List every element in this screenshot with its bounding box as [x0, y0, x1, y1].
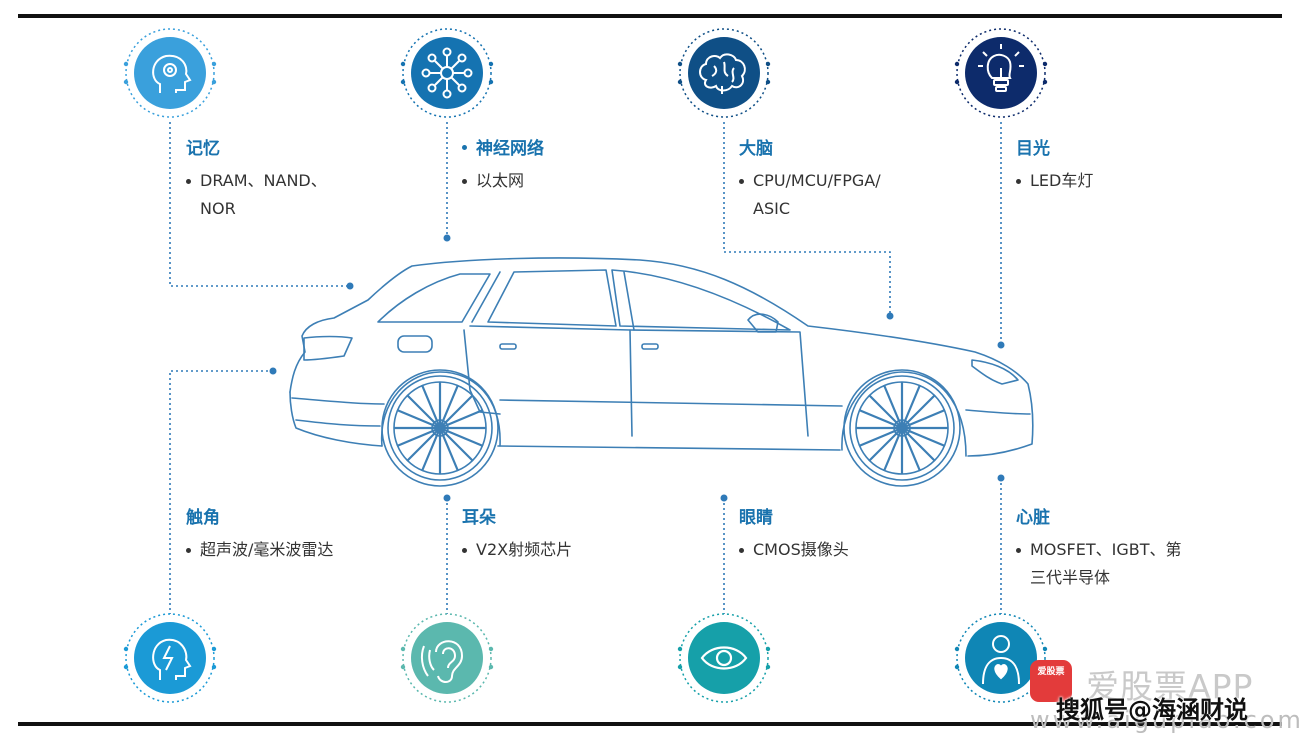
connector-brain: [723, 122, 891, 316]
label-neural-network: 神经网络 以太网: [462, 139, 544, 195]
lightbulb-icon: [978, 44, 1024, 92]
icon-antenna: [123, 613, 217, 703]
label-antenna: 触角 超声波/毫米波雷达: [186, 508, 333, 564]
head-gear-icon: [152, 54, 192, 93]
icon-brain: [677, 28, 771, 118]
person-heart-icon: [982, 635, 1020, 685]
label-ears-item: V2X射频芯片: [462, 536, 572, 564]
bottom-rule: [18, 722, 1282, 726]
label-brain-title: 大脑: [739, 139, 773, 159]
label-memory-item: DRAM、NAND、 NOR: [186, 167, 327, 223]
label-heart-title: 心脏: [1016, 508, 1050, 528]
label-neural-network-line-1: 以太网: [476, 171, 525, 190]
label-vision-title: 目光: [1016, 139, 1050, 159]
label-vision: 目光 LED车灯: [1016, 139, 1093, 195]
endpoint-ears: [443, 494, 451, 502]
endpoint-eyes: [720, 494, 728, 502]
label-heart-item: MOSFET、IGBT、第 三代半导体: [1016, 536, 1182, 592]
endpoint-brain: [886, 312, 894, 320]
label-neural-network-item: 以太网: [462, 167, 544, 195]
label-brain-line-1: CPU/MCU/FPGA/: [753, 171, 881, 190]
label-memory: 记忆 DRAM、NAND、 NOR: [186, 139, 327, 223]
endpoint-heart: [997, 474, 1005, 482]
connector-endpoints: [269, 234, 1005, 502]
endpoint-vision: [997, 341, 1005, 349]
endpoint-antenna: [269, 367, 277, 375]
car-outline: [289, 257, 1034, 457]
watermark-url: www.aigupiao.com: [1030, 706, 1300, 734]
watermark-app-text: 爱股票APP: [1086, 667, 1254, 706]
label-ears: 耳朵 V2X射频芯片: [462, 508, 572, 564]
watermark-search-text: 搜狐号@海涵财说: [1056, 696, 1248, 724]
brain-icon: [699, 53, 746, 94]
label-memory-title: 记忆: [186, 139, 220, 159]
label-brain-item: CPU/MCU/FPGA/ ASIC: [739, 167, 881, 223]
label-vision-line-1: LED车灯: [1030, 171, 1094, 190]
label-ears-line-1: V2X射频芯片: [476, 540, 573, 559]
head-signal-icon: [152, 638, 192, 680]
label-eyes-line-1: CMOS摄像头: [753, 540, 849, 559]
label-eyes: 眼睛 CMOS摄像头: [739, 508, 849, 564]
label-antenna-line-1: 超声波/毫米波雷达: [200, 540, 334, 559]
top-rule: [18, 14, 1282, 18]
label-antenna-item: 超声波/毫米波雷达: [186, 536, 333, 564]
label-brain-line-2: ASIC: [753, 199, 790, 218]
icon-vision: [954, 28, 1048, 118]
label-eyes-title: 眼睛: [739, 508, 773, 528]
label-heart-line-2: 三代半导体: [1030, 568, 1111, 587]
label-eyes-item: CMOS摄像头: [739, 536, 849, 564]
connector-antenna: [169, 370, 273, 614]
endpoint-neural-network: [443, 234, 451, 242]
label-brain: 大脑 CPU/MCU/FPGA/ ASIC: [739, 139, 881, 223]
label-ears-title: 耳朵: [462, 508, 496, 528]
icon-heart: [954, 613, 1048, 703]
watermark-logo: 爱股票: [1030, 660, 1072, 702]
label-memory-line-2: NOR: [200, 199, 236, 218]
icon-eyes: [677, 613, 771, 703]
front-wheel: [843, 369, 961, 487]
icon-ears: [400, 613, 494, 703]
label-antenna-title: 触角: [186, 508, 220, 528]
ear-icon: [420, 640, 464, 683]
icon-neural-network: [400, 28, 494, 118]
label-heart: 心脏 MOSFET、IGBT、第 三代半导体: [1016, 508, 1182, 592]
icon-memory: [123, 28, 217, 118]
connector-lines: [169, 122, 1002, 614]
endpoint-memory: [346, 282, 354, 290]
label-vision-item: LED车灯: [1016, 167, 1093, 195]
label-memory-line-1: DRAM、NAND、: [200, 171, 327, 190]
label-heart-line-1: MOSFET、IGBT、第: [1030, 540, 1182, 559]
network-nodes-icon: [421, 47, 473, 99]
label-neural-network-title: 神经网络: [476, 139, 544, 159]
eye-icon: [700, 646, 748, 670]
rear-wheel: [381, 369, 499, 487]
title-bullet: [462, 144, 467, 150]
